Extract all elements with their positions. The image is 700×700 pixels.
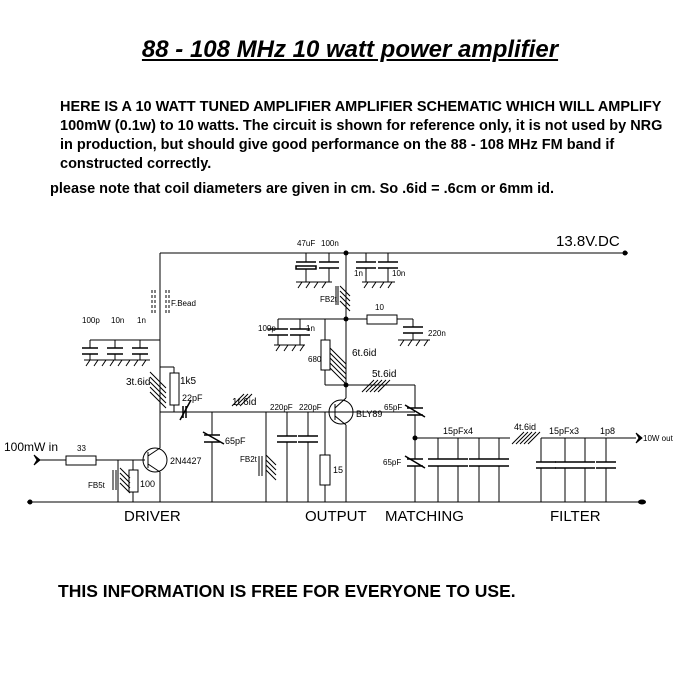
transistor-bly89 (328, 397, 354, 426)
wires (27, 252, 644, 503)
junction-dots (27, 250, 646, 505)
input-label: 100mW in (4, 440, 58, 454)
coil-diameter-note: please note that coil diameters are give… (50, 181, 555, 197)
section-label-matching: MATCHING (385, 508, 464, 525)
label-1n-left: 1n (137, 316, 146, 325)
label-65pf-m1: 65pF (384, 403, 402, 412)
label-1n-top: 1n (354, 269, 363, 278)
footer-notice: THIS INFORMATION IS FREE FOR EVERYONE TO… (58, 581, 516, 601)
signal-arrows (33, 432, 643, 466)
label-bly89: BLY89 (356, 409, 382, 419)
label-r33: 33 (77, 444, 86, 453)
label-3t: 3t.6id (126, 377, 150, 388)
label-1t: 1t.6id (232, 397, 256, 408)
label-220pf-b: 220pF (299, 403, 322, 412)
label-r100: 100 (140, 479, 155, 489)
label-fbead: F.Bead (171, 299, 196, 308)
label-10n-top: 10n (392, 269, 405, 278)
output-label: 10W out (643, 434, 674, 443)
label-100p-mid: 100p (258, 324, 276, 333)
label-r10: 10 (375, 303, 384, 312)
label-6t: 6t.6id (352, 348, 376, 359)
label-r15: 15 (333, 465, 343, 475)
resistors (65, 314, 398, 493)
label-220pf-a: 220pF (270, 403, 293, 412)
label-2n4427: 2N4427 (170, 456, 202, 466)
page-title: 88 - 108 MHz 10 watt power amplifier (141, 36, 559, 63)
label-5t: 5t.6id (372, 369, 396, 380)
intro-paragraph: HERE IS A 10 WATT TUNED AMPLIFIER AMPLIF… (60, 99, 663, 172)
capacitor-plates (82, 261, 616, 469)
label-1n-mid: 1n (306, 324, 315, 333)
output-arrow-icon (635, 432, 643, 444)
ground-symbols (84, 281, 430, 367)
label-fb2t-mid: FB2t (240, 455, 258, 464)
schematic-labels: 13.8V.DC 100mW in 10W out 47uF 100n 1n 1… (4, 233, 674, 525)
transistor-2n4427 (142, 447, 168, 473)
label-10n-left: 10n (111, 316, 124, 325)
label-4t: 4t.6id (514, 422, 536, 432)
label-100p-left: 100p (82, 316, 100, 325)
label-fb5t: FB5t (88, 481, 106, 490)
input-arrow-icon (33, 454, 41, 466)
label-fb2t-top: FB2t (320, 295, 338, 304)
label-220n: 220n (428, 329, 446, 338)
section-label-filter: FILTER (550, 508, 601, 525)
label-1k5: 1k5 (180, 376, 197, 387)
label-65pf-mid: 65pF (225, 436, 246, 446)
label-15pfx3: 15pFx3 (549, 426, 579, 436)
label-22pf: 22pF (182, 393, 203, 403)
label-r680: 680 (308, 355, 322, 364)
section-label-driver: DRIVER (124, 508, 181, 525)
label-65pf-m2: 65pF (383, 458, 401, 467)
section-label-output: OUTPUT (305, 508, 367, 525)
label-1p8: 1p8 (600, 426, 615, 436)
inductor-coils (112, 285, 541, 494)
label-47uf: 47uF (297, 239, 315, 248)
label-15pfx4: 15pFx4 (443, 426, 473, 436)
label-100n: 100n (321, 239, 339, 248)
supply-voltage-label: 13.8V.DC (556, 233, 620, 250)
